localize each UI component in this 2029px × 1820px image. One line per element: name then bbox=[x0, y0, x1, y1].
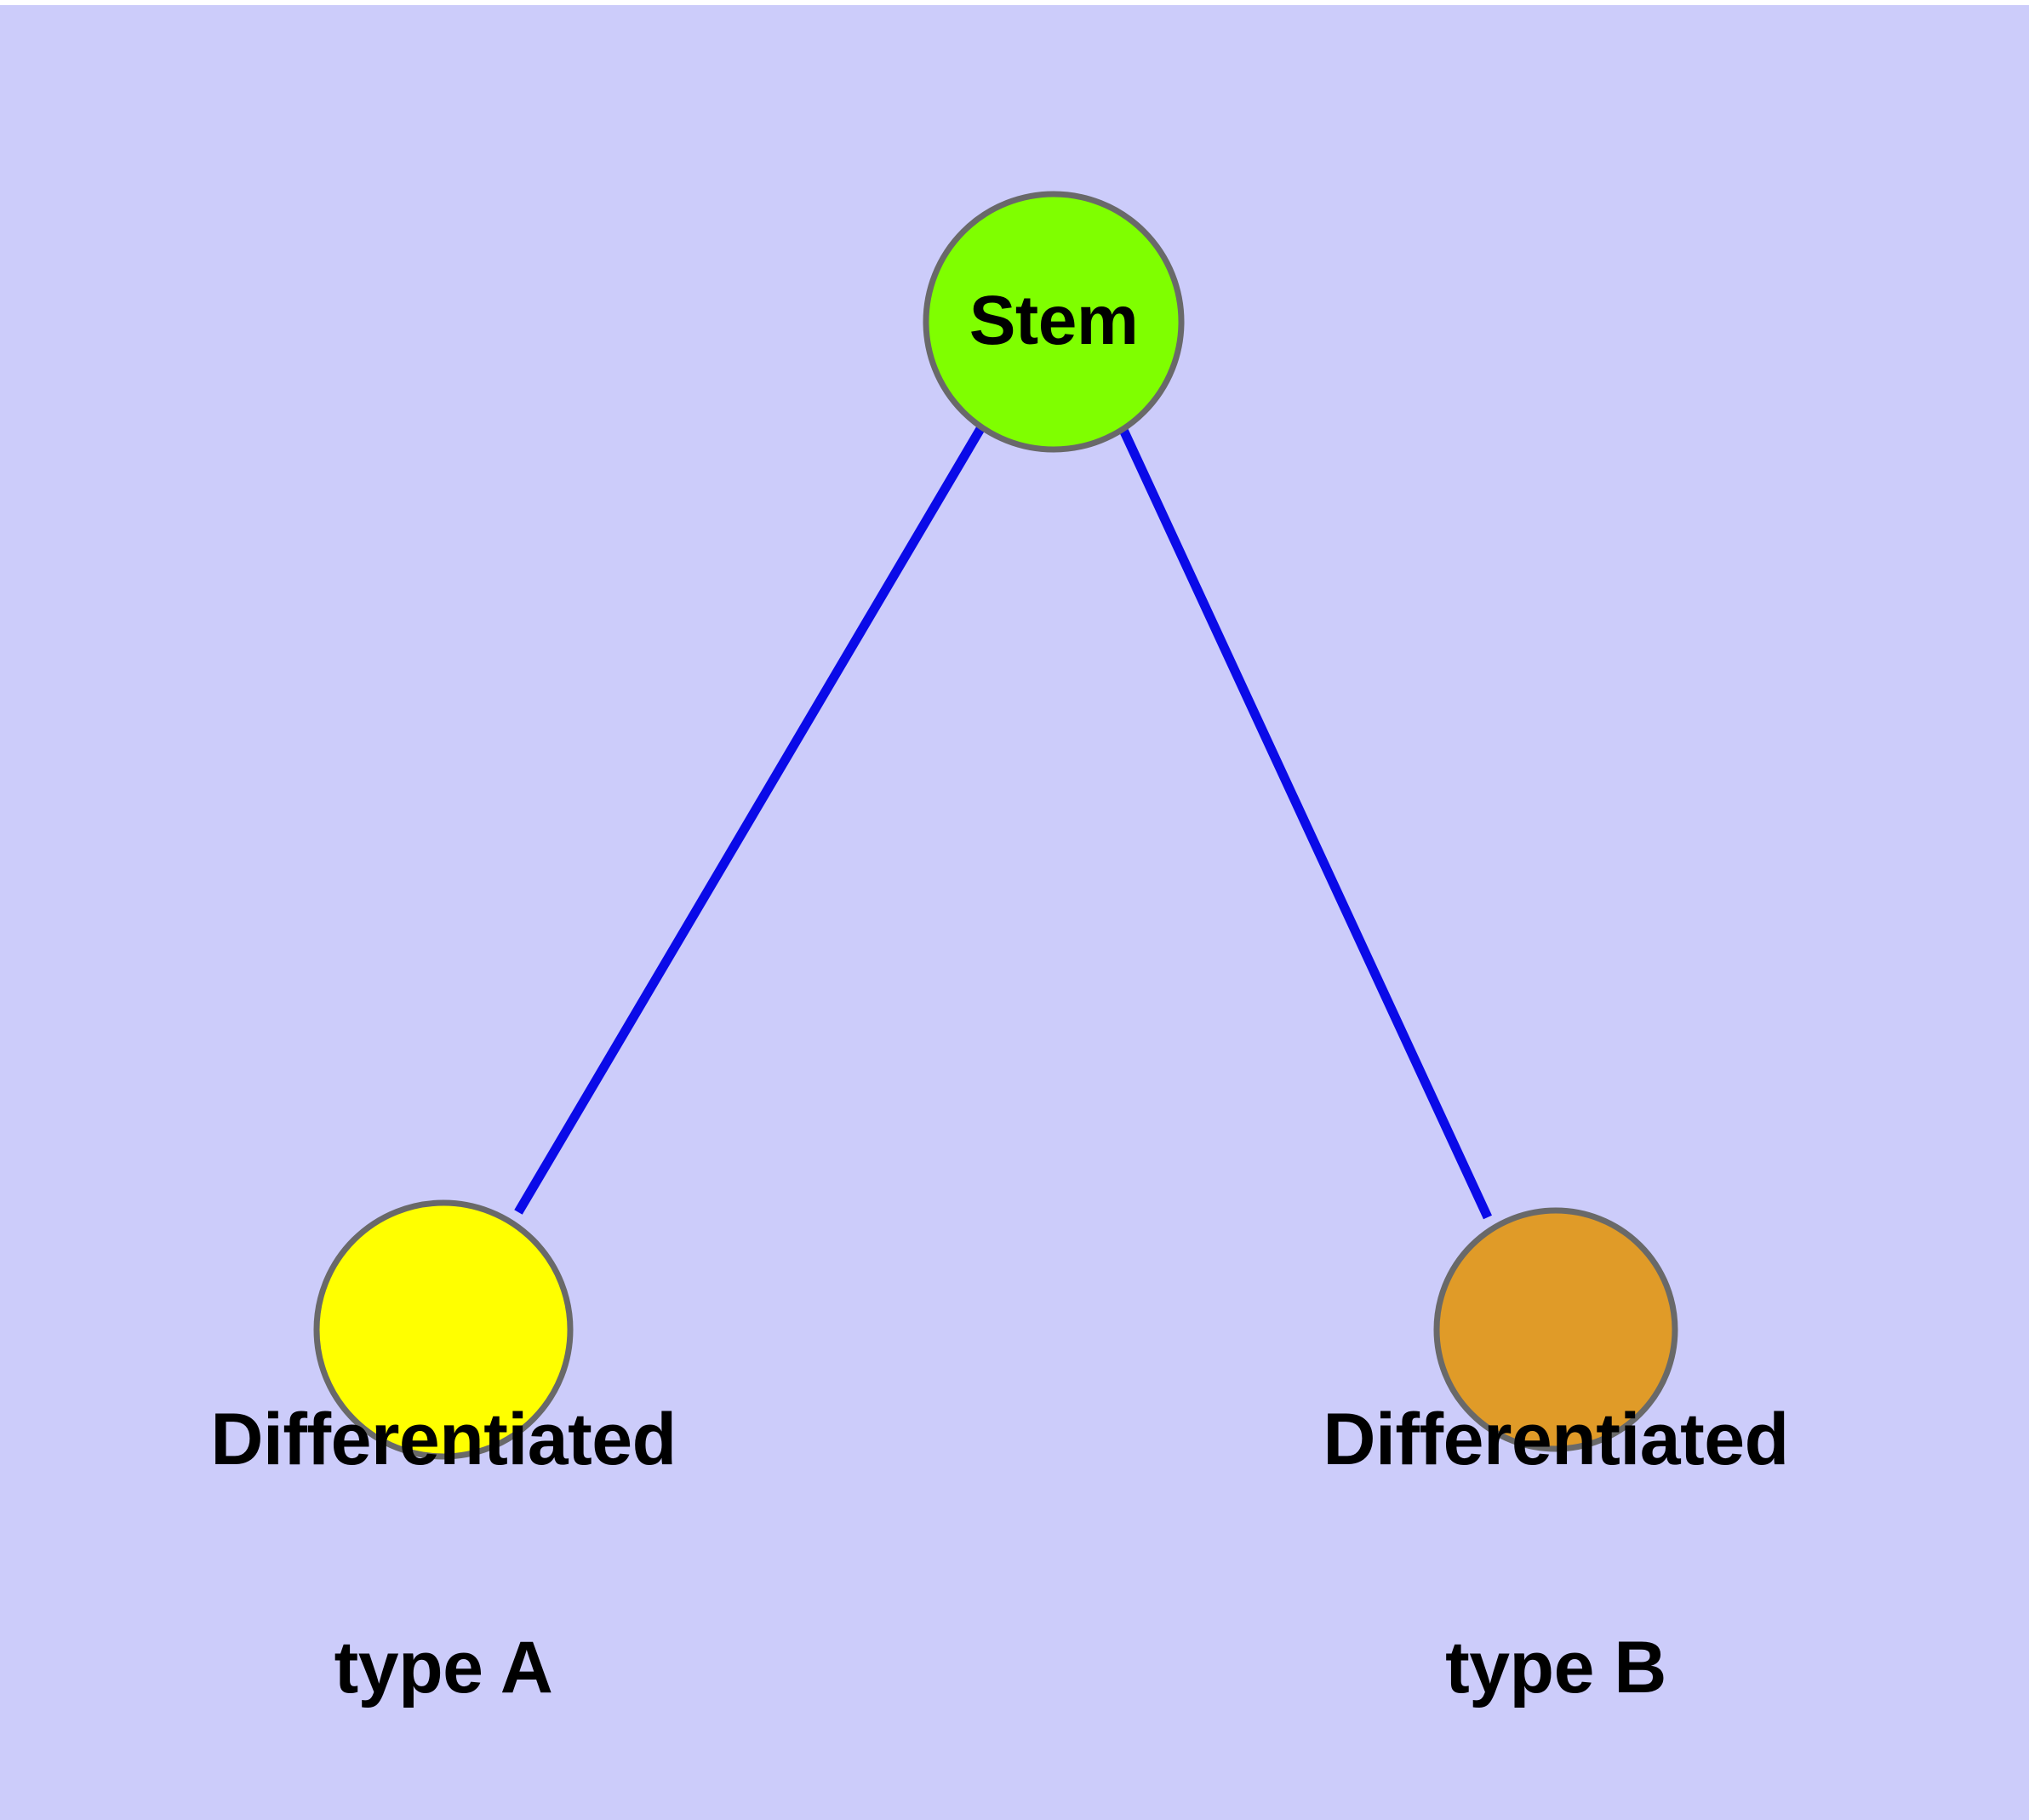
edge-stem-to-differentiated-a bbox=[514, 425, 986, 1215]
node-differentiated-type-b[interactable] bbox=[1433, 1207, 1678, 1452]
node-stem[interactable] bbox=[923, 191, 1185, 453]
node-layer bbox=[313, 191, 1678, 1460]
edge-layer bbox=[514, 425, 1492, 1220]
node-differentiated-type-a[interactable] bbox=[313, 1199, 574, 1460]
edge-stem-to-differentiated-b bbox=[1119, 427, 1492, 1220]
